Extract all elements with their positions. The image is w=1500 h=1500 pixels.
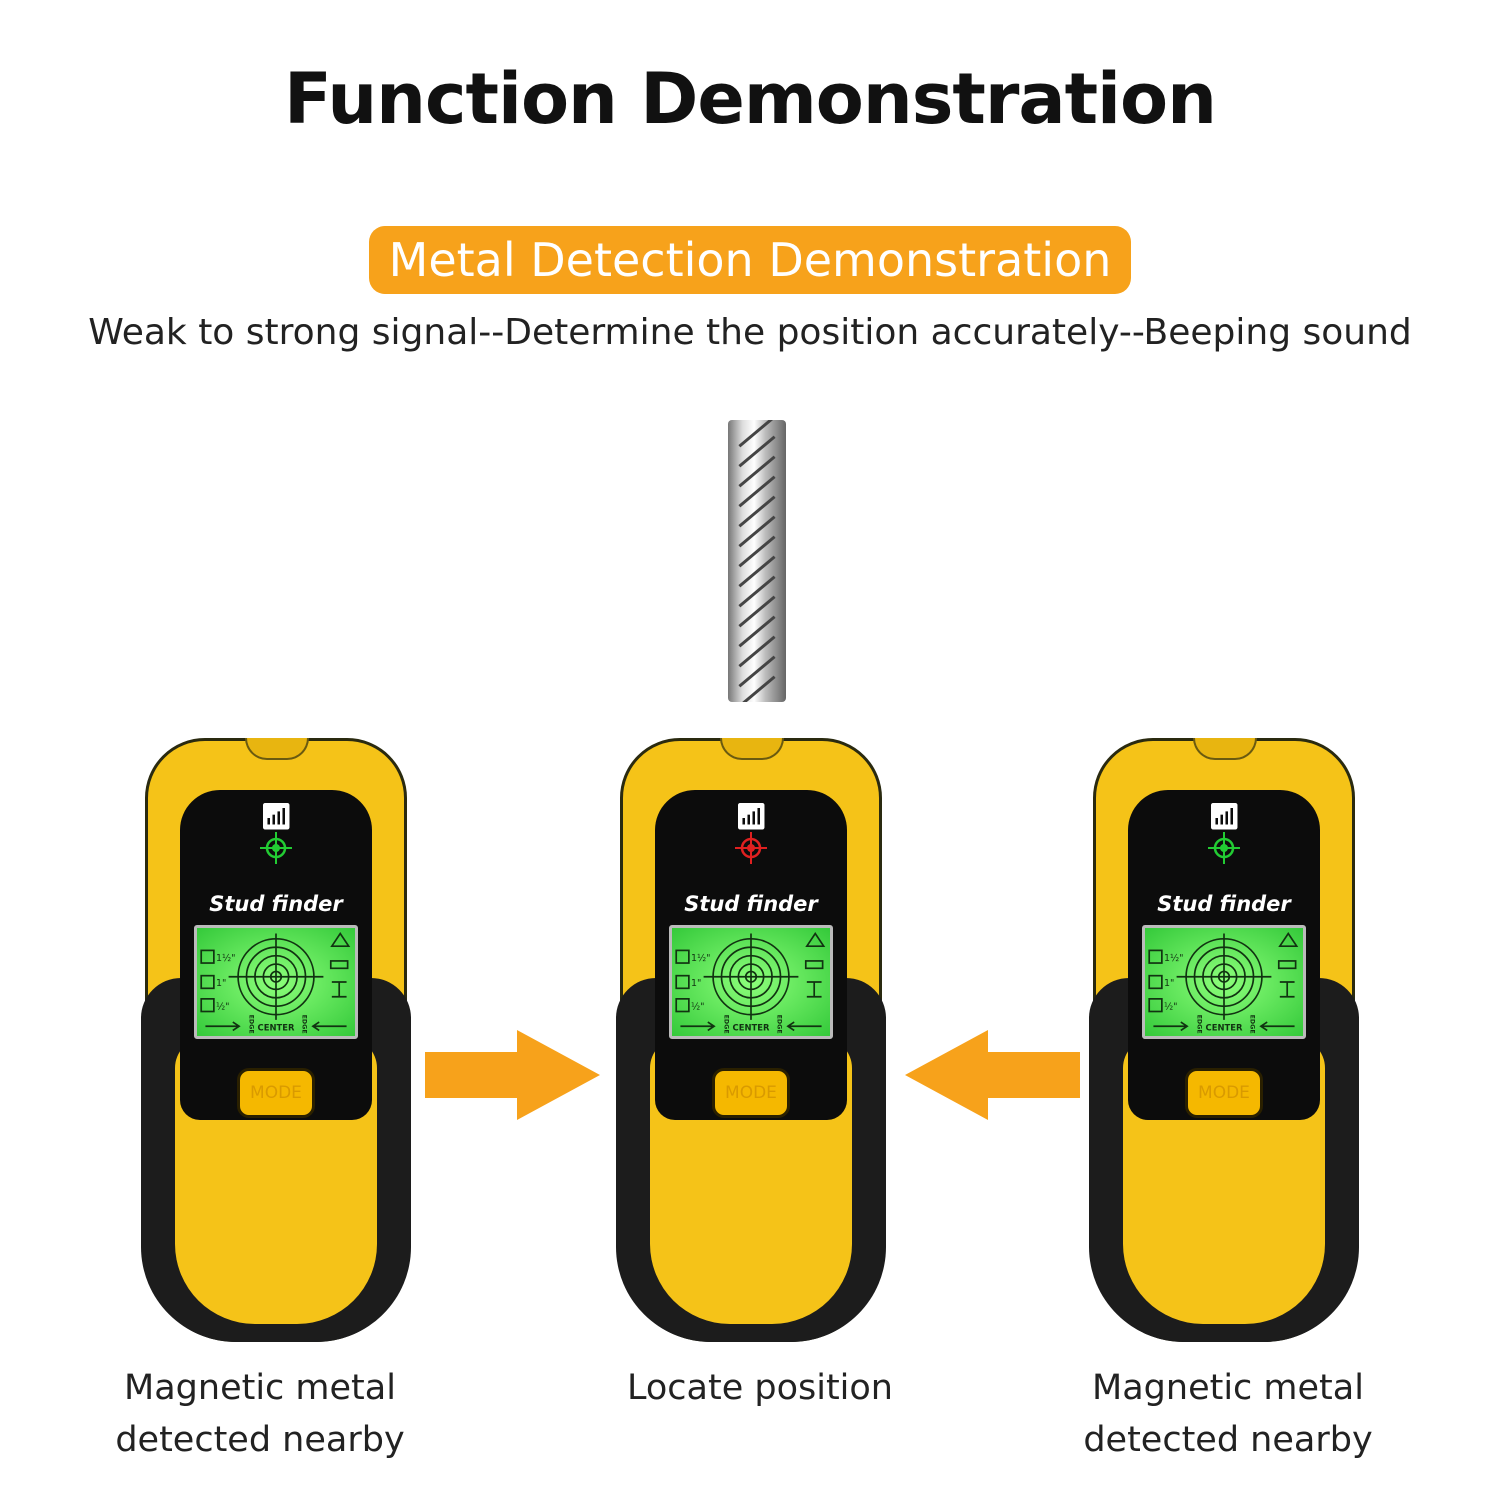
edge-label-left: EDGE [248, 1015, 255, 1034]
signal-icon: 📶︎ [734, 802, 768, 832]
caption-line: detected nearby [1083, 1420, 1373, 1460]
brand-label: Stud finder [1157, 892, 1291, 916]
stud-finder-device: 📶︎ Stud finder [1089, 738, 1359, 1342]
lcd-display-graphic: 1½" 1" ½" CENTER EDGE EDGE [675, 932, 826, 1034]
lcd-display-graphic: 1½" 1" ½" CENTER EDGE EDGE [1148, 932, 1299, 1034]
center-label: CENTER [1206, 1022, 1243, 1032]
arrow-left-icon [905, 1030, 1080, 1120]
depth-label: ½" [691, 1001, 705, 1012]
edge-label-left: EDGE [1196, 1015, 1203, 1034]
device-caption: Locate position [560, 1362, 960, 1414]
device-face: 📶︎ Stud finder [655, 790, 847, 1120]
mode-button[interactable]: MODE [237, 1068, 315, 1118]
caption-line: Magnetic metal [1092, 1368, 1364, 1408]
device-face: 📶︎ Stud finder [1128, 790, 1320, 1120]
brand-label: Stud finder [684, 892, 818, 916]
device-caption: Magnetic metal detected nearby [60, 1362, 460, 1466]
device-caption: Magnetic metal detected nearby [1028, 1362, 1428, 1466]
lcd-display-graphic: 1½" 1" ½" CENTER EDGE EDGE [200, 932, 351, 1034]
page-title: Function Demonstration [284, 58, 1217, 140]
lcd-screen: 1½" 1" ½" CENTER EDGE EDGE [1142, 925, 1306, 1039]
arrow-right-icon [425, 1030, 600, 1120]
section-badge: Metal Detection Demonstration [369, 226, 1131, 294]
depth-label: 1" [691, 978, 701, 989]
mode-button[interactable]: MODE [1185, 1068, 1263, 1118]
target-icon [735, 832, 767, 864]
edge-label-right: EDGE [775, 1015, 782, 1034]
depth-label: ½" [216, 1001, 230, 1012]
target-icon [1208, 832, 1240, 864]
stud-finder-device: 📶︎ Stud finder [616, 738, 886, 1342]
signal-icon: 📶︎ [1207, 802, 1241, 832]
lcd-screen: 1½" 1" ½" CENTER EDGE EDGE [669, 925, 833, 1039]
depth-label: 1½" [691, 953, 711, 964]
subtitle: Weak to strong signal--Determine the pos… [88, 312, 1412, 353]
depth-label: ½" [1164, 1001, 1178, 1012]
stud-finder-device: 📶︎ Stud finder [141, 738, 411, 1342]
depth-label: 1½" [216, 953, 236, 964]
device-face: 📶︎ Stud finder [180, 790, 372, 1120]
center-label: CENTER [733, 1022, 770, 1032]
depth-label: 1" [1164, 978, 1174, 989]
edge-label-right: EDGE [1248, 1015, 1255, 1034]
lcd-screen: 1½" 1" ½" CENTER EDGE EDGE [194, 925, 358, 1039]
metal-rebar-image [728, 420, 786, 702]
center-label: CENTER [258, 1022, 295, 1032]
brand-label: Stud finder [209, 892, 343, 916]
caption-line: detected nearby [115, 1420, 405, 1460]
caption-line: Magnetic metal [124, 1368, 396, 1408]
mode-button[interactable]: MODE [712, 1068, 790, 1118]
edge-label-right: EDGE [300, 1015, 307, 1034]
caption-line: Locate position [626, 1368, 893, 1408]
depth-label: 1½" [1164, 953, 1184, 964]
signal-icon: 📶︎ [259, 802, 293, 832]
target-icon [260, 832, 292, 864]
depth-label: 1" [216, 978, 226, 989]
edge-label-left: EDGE [723, 1015, 730, 1034]
